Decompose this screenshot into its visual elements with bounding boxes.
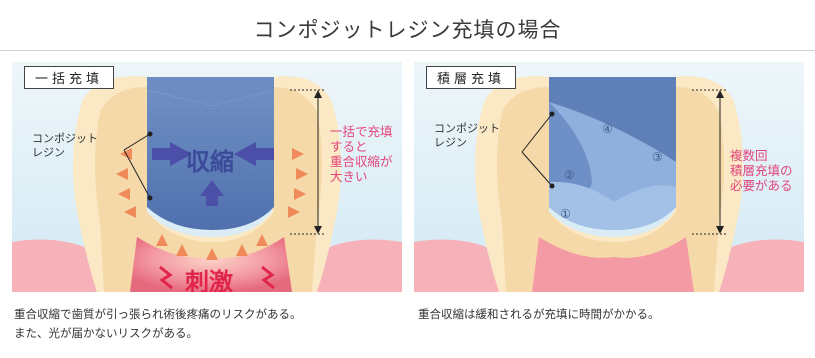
bulk-fill-note-line-1: 一括で充填	[330, 124, 393, 139]
incremental-fill-caption: 重合収縮は緩和されるが充填に時間がかかる。	[418, 305, 808, 324]
bulk-fill-note-line-3: 重合収縮が	[330, 154, 393, 169]
layer-2-marker: ②	[564, 168, 575, 182]
resin-annotation-right-line-2: レジン	[434, 136, 467, 149]
bulk-fill-note: 一括で充填 すると 重合収縮が 大きい	[330, 124, 393, 184]
bulk-fill-caption: 重合収縮で歯質が引っ張られ術後疼痛のリスクがある。 また、光が届かないリスクがあ…	[14, 305, 409, 343]
incremental-fill-label: 積層充填	[426, 66, 517, 89]
incremental-fill-note-line-2: 積層充填の	[730, 163, 793, 178]
incremental-fill-caption-line-1: 重合収縮は緩和されるが充填に時間がかかる。	[418, 307, 660, 321]
layer-3-marker: ③	[652, 150, 663, 164]
resin-annotation: コンポジット レジン	[32, 132, 98, 160]
contraction-word: 収縮	[186, 148, 234, 176]
resin-annotation-line-1: コンポジット	[32, 132, 98, 145]
incremental-fill-panel: 積層充填 コンポジット レジン ① ② ③ ④ 複数回 積層充填の 必要がある	[414, 62, 804, 292]
stimulus-word: 刺激	[185, 268, 233, 292]
bulk-fill-note-line-4: 大きい	[330, 169, 368, 184]
layer-1-marker: ①	[560, 207, 571, 221]
resin-annotation-right: コンポジット レジン	[434, 122, 500, 150]
incremental-fill-note-line-3: 必要がある	[730, 178, 793, 193]
bulk-fill-note-line-2: すると	[330, 139, 368, 154]
layer-4-marker: ④	[602, 122, 613, 136]
title-divider	[0, 50, 815, 51]
resin-annotation-right-line-1: コンポジット	[434, 122, 500, 135]
bulk-fill-caption-line-2: また、光が届かないリスクがある。	[14, 326, 198, 340]
incremental-fill-illustration	[414, 62, 804, 292]
bulk-fill-label: 一括充填	[24, 66, 115, 89]
bulk-fill-panel: 一括充填 コンポジット レジン 収縮 刺激 一括で充填 すると 重合収縮が 大き…	[12, 62, 402, 292]
incremental-fill-note: 複数回 積層充填の 必要がある	[730, 148, 793, 193]
bulk-fill-caption-line-1: 重合収縮で歯質が引っ張られ術後疼痛のリスクがある。	[14, 307, 302, 321]
resin-annotation-line-2: レジン	[32, 146, 65, 159]
incremental-fill-note-line-1: 複数回	[730, 148, 768, 163]
bulk-fill-illustration	[12, 62, 402, 292]
page-title: コンポジットレジン充填の場合	[253, 18, 562, 42]
